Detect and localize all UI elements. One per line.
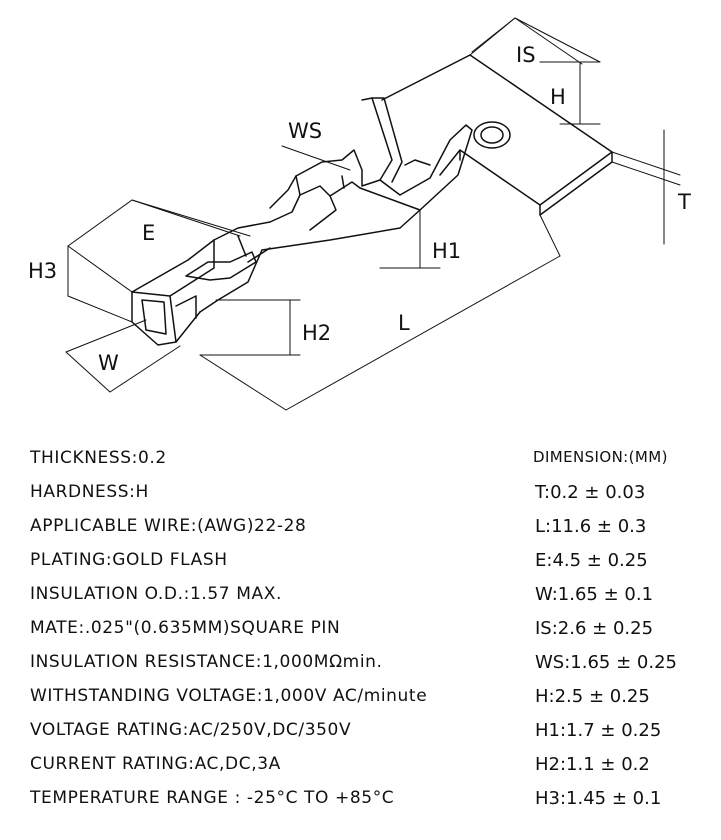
dim-label-h2: H2 bbox=[302, 321, 331, 345]
dim-label-ws: WS bbox=[288, 119, 322, 143]
spec-voltage-rating: VOLTAGE RATING:AC/250V,DC/350V bbox=[30, 720, 352, 740]
spec-withstanding-voltage: WITHSTANDING VOLTAGE:1,000V AC/minute bbox=[30, 686, 428, 706]
wire-barrel bbox=[261, 149, 421, 251]
dimension-l: L:11.6 ± 0.3 bbox=[535, 516, 647, 537]
carrier-strip bbox=[381, 54, 613, 216]
dim-label-t: T bbox=[677, 190, 691, 214]
spec-mate: MATE:.025"(0.635MM)SQUARE PIN bbox=[30, 618, 341, 638]
dimension-list: DIMENSION:(MM) T:0.2 ± 0.03 L:11.6 ± 0.3… bbox=[533, 448, 713, 822]
dim-label-e: E bbox=[142, 221, 155, 245]
spec-insulation-od: INSULATION O.D.:1.57 MAX. bbox=[30, 584, 282, 604]
dim-label-h1: H1 bbox=[432, 239, 461, 263]
dimension-w: W:1.65 ± 0.1 bbox=[535, 584, 654, 605]
dim-label-w: W bbox=[98, 351, 119, 375]
dim-label-h3: H3 bbox=[28, 259, 57, 283]
dimension-h: H:2.5 ± 0.25 bbox=[535, 686, 650, 707]
spec-applicable-wire: APPLICABLE WIRE:(AWG)22-28 bbox=[30, 516, 307, 536]
dim-label-is: IS bbox=[516, 43, 536, 67]
dimension-t: T:0.2 ± 0.03 bbox=[535, 482, 646, 503]
spec-hardness: HARDNESS:H bbox=[30, 482, 149, 502]
spec-thickness: THICKNESS:0.2 bbox=[30, 448, 167, 468]
spec-current-rating: CURRENT RATING:AC,DC,3A bbox=[30, 754, 281, 774]
spec-insulation-resistance: INSULATION RESISTANCE:1,000MΩmin. bbox=[30, 652, 383, 672]
spec-plating: PLATING:GOLD FLASH bbox=[30, 550, 228, 570]
dimension-ws: WS:1.65 ± 0.25 bbox=[535, 652, 677, 673]
dimension-e: E:4.5 ± 0.25 bbox=[535, 550, 648, 571]
dimension-title: DIMENSION:(MM) bbox=[533, 448, 668, 466]
dim-label-l: L bbox=[398, 311, 410, 335]
dimension-is: IS:2.6 ± 0.25 bbox=[535, 618, 654, 639]
contact-box bbox=[131, 239, 257, 346]
transition-body bbox=[199, 221, 271, 313]
dimension-h1: H1:1.7 ± 0.25 bbox=[535, 720, 662, 741]
dimension-labels: IS H WS T E H1 H3 H2 L W bbox=[28, 43, 691, 375]
dimension-h3: H3:1.45 ± 0.1 bbox=[535, 788, 662, 809]
spec-list: THICKNESS:0.2 HARDNESS:H APPLICABLE WIRE… bbox=[30, 448, 530, 822]
dimension-lines bbox=[65, 17, 681, 411]
dim-label-h: H bbox=[550, 85, 566, 109]
terminal-drawing: IS H WS T E H1 H3 H2 L W bbox=[28, 17, 691, 411]
insulation-wings bbox=[361, 97, 473, 211]
spec-temperature-range: TEMPERATURE RANGE : -25°C TO +85°C bbox=[30, 788, 395, 808]
dimension-h2: H2:1.1 ± 0.2 bbox=[535, 754, 650, 775]
